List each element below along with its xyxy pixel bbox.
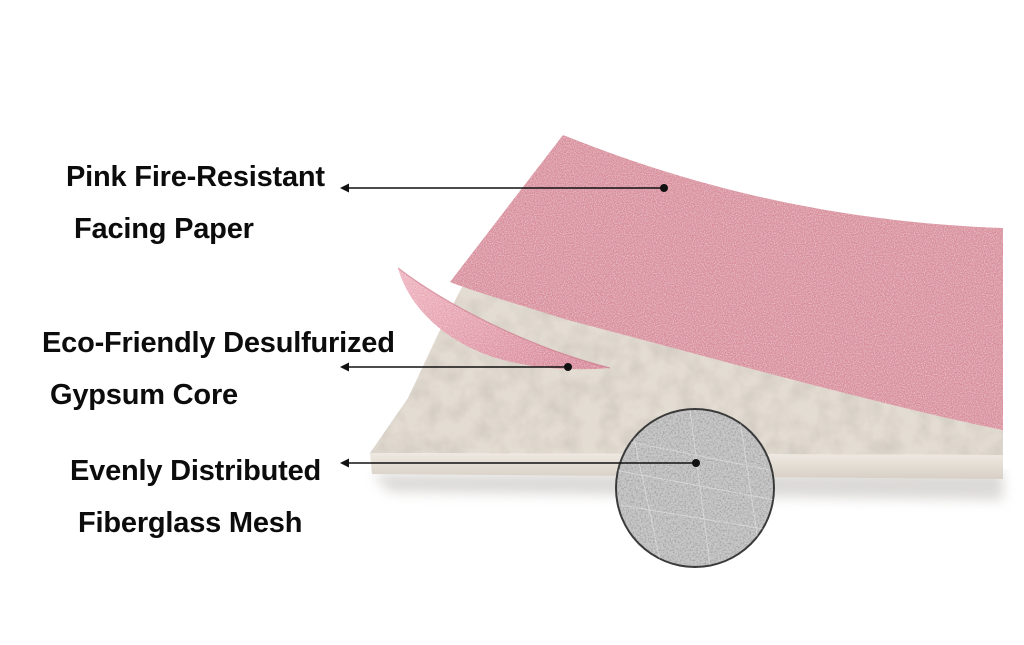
gypsum-core-label-line-1: Eco-Friendly Desulfurized bbox=[42, 327, 395, 359]
facing-paper-label-line-1: Pink Fire-Resistant bbox=[66, 161, 325, 193]
facing-paper-label-line-2: Facing Paper bbox=[74, 213, 254, 245]
gypsum-core-label-line-2: Gypsum Core bbox=[50, 379, 238, 411]
facing-paper-curl-edge bbox=[397, 267, 611, 369]
fiberglass-mesh-label-line-2: Fiberglass Mesh bbox=[78, 507, 303, 539]
facing-paper-curl bbox=[398, 268, 610, 370]
leader-line-facing-paper bbox=[340, 183, 668, 193]
fiberglass-mesh-magnifier bbox=[615, 408, 775, 568]
leader-line-gypsum-core bbox=[340, 362, 572, 372]
leader-line-fiberglass-mesh bbox=[340, 458, 700, 468]
fiberglass-mesh-label-line-1: Evenly Distributed bbox=[70, 455, 322, 487]
pink-facing-paper bbox=[450, 135, 1003, 430]
